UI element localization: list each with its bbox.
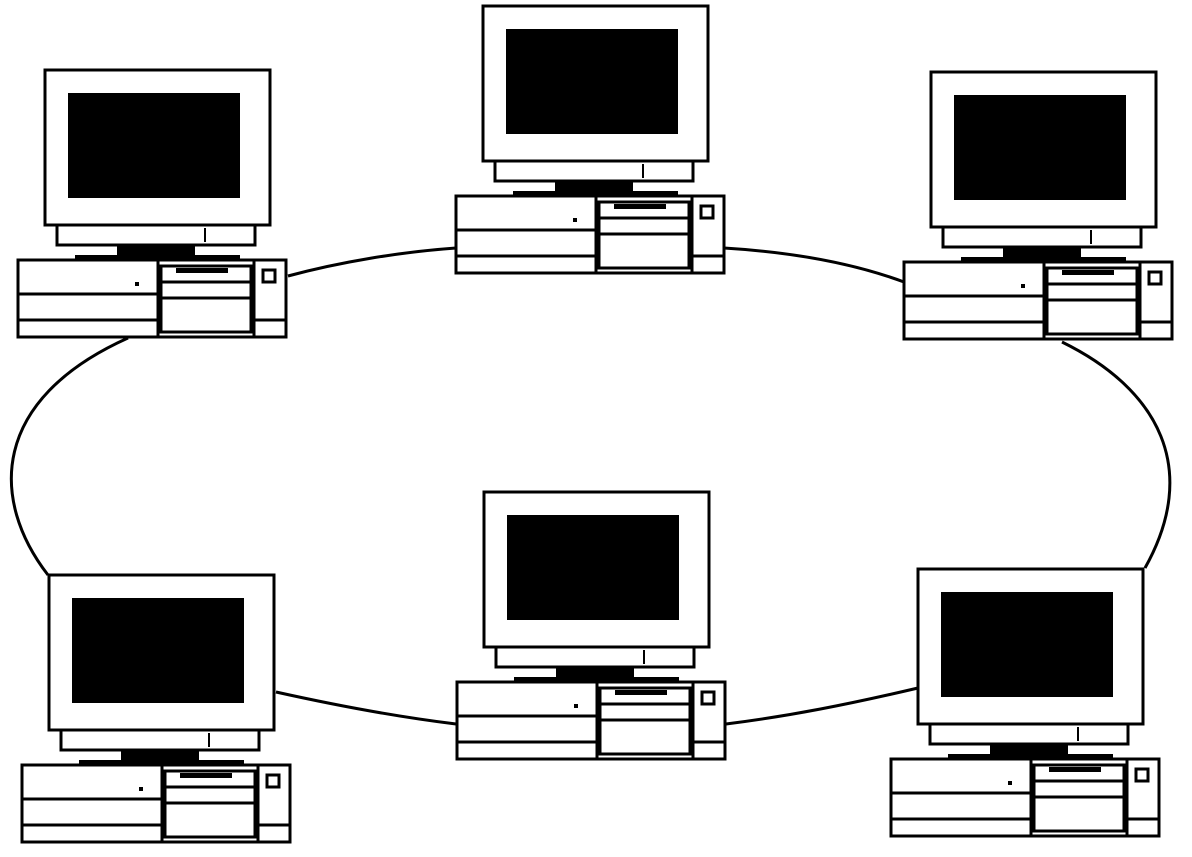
floppy-slot — [614, 204, 666, 209]
power-button — [261, 268, 277, 284]
monitor-screen — [506, 29, 678, 134]
power-led — [574, 704, 578, 708]
monitor-stand — [1003, 247, 1081, 257]
power-led — [135, 282, 139, 286]
monitor-base — [55, 223, 257, 247]
monitor-base — [928, 722, 1130, 746]
power-led — [139, 787, 143, 791]
computer-bottom-center — [455, 490, 727, 761]
computer-top-right — [902, 70, 1174, 341]
link-computer-top-right-to-computer-bottom-right — [1061, 340, 1172, 569]
power-led — [1021, 284, 1025, 288]
monitor-stand — [556, 667, 634, 677]
computer-bottom-right — [889, 567, 1161, 838]
power-led — [1008, 781, 1012, 785]
link-computer-top-left-to-computer-top-center — [287, 246, 457, 278]
floppy-slot — [615, 690, 667, 695]
monitor-stand — [555, 181, 633, 191]
monitor-stand — [121, 750, 199, 760]
monitor-screen — [68, 93, 240, 198]
monitor-base — [493, 159, 695, 183]
monitor-screen — [72, 598, 244, 703]
power-button — [699, 204, 715, 220]
floppy-slot — [1062, 270, 1114, 275]
monitor-base — [941, 225, 1143, 249]
link-computer-bottom-left-to-computer-top-left — [10, 336, 129, 576]
monitor-screen — [941, 592, 1113, 697]
network-nodes — [16, 4, 1174, 844]
floppy-slot — [176, 268, 228, 273]
power-led — [573, 218, 577, 222]
link-computer-top-center-to-computer-top-right — [723, 246, 905, 284]
link-computer-bottom-right-to-computer-bottom-center — [725, 686, 919, 726]
monitor-stand — [990, 744, 1068, 754]
network-links — [10, 246, 1172, 726]
computer-bottom-left — [20, 573, 292, 844]
monitor-stand — [117, 245, 195, 255]
power-button — [1134, 767, 1150, 783]
monitor-base — [59, 728, 261, 752]
monitor-screen — [507, 515, 679, 620]
link-computer-bottom-center-to-computer-bottom-left — [275, 690, 457, 726]
monitor-screen — [954, 95, 1126, 200]
power-button — [265, 773, 281, 789]
computer-top-center — [454, 4, 726, 275]
computer-top-left — [16, 68, 288, 339]
floppy-slot — [1049, 767, 1101, 772]
power-button — [1147, 270, 1163, 286]
floppy-slot — [180, 773, 232, 778]
power-button — [700, 690, 716, 706]
monitor-base — [494, 645, 696, 669]
